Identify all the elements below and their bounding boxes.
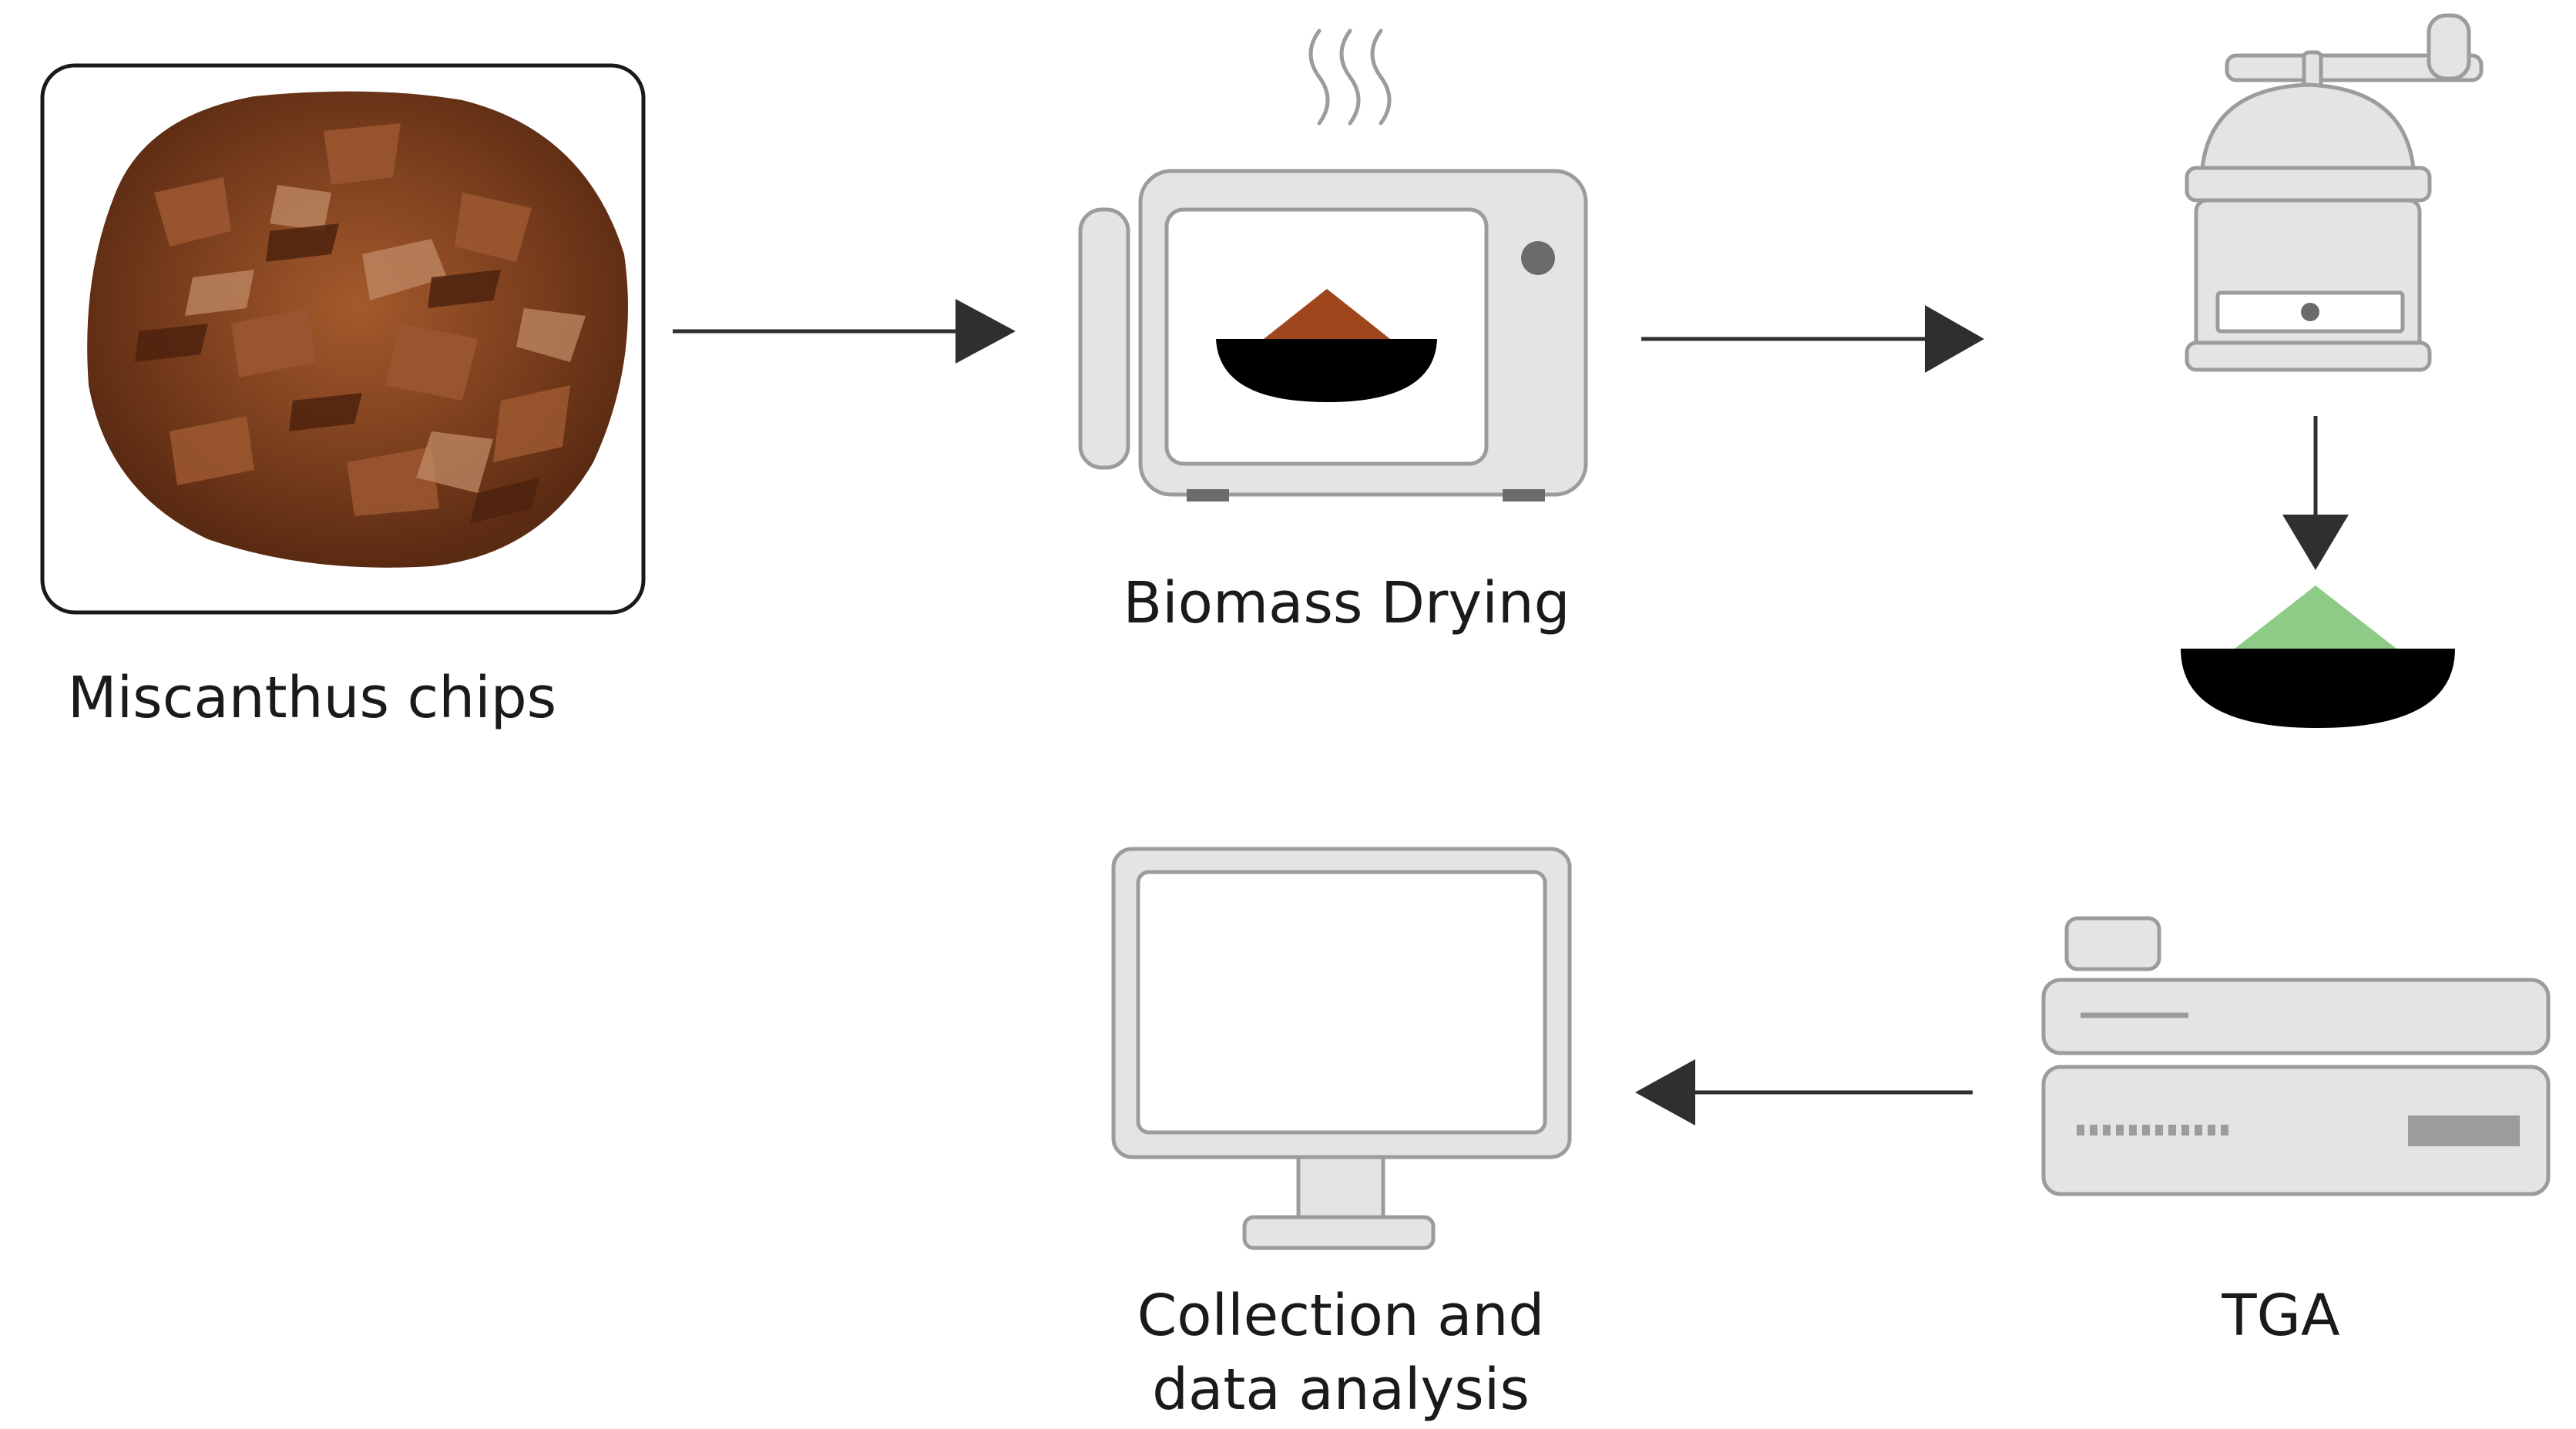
- ground-powder-bowl: [2181, 585, 2455, 728]
- arrow-to-analysis: [1635, 1059, 1973, 1125]
- tga-label: TGA: [2222, 1283, 2340, 1349]
- biomass-drying-label: Biomass Drying: [1123, 570, 1570, 636]
- arrow-to-grinder: [1641, 305, 1984, 373]
- ground-powder-pile: [2235, 585, 2396, 649]
- monitor-icon: [1111, 847, 1572, 1250]
- tga-instrument-icon: [2041, 916, 2551, 1196]
- steam-icon: [1308, 29, 1392, 126]
- tga-vent-dots: [2077, 1125, 2228, 1135]
- miscanthus-chips-image: [40, 63, 646, 615]
- miscanthus-chips-label: Miscanthus chips: [67, 665, 557, 731]
- raw-biomass-pile: [1264, 289, 1390, 339]
- grinder-icon: [2185, 13, 2484, 372]
- arrow-to-drying: [673, 299, 1016, 364]
- collection-analysis-label: Collection and data analysis: [1137, 1283, 1545, 1424]
- arrow-to-powder: [2282, 416, 2349, 570]
- drying-oven-icon: [1078, 29, 1588, 501]
- tga-display: [2408, 1115, 2520, 1146]
- powder-bowl-icon: [2181, 649, 2455, 728]
- drying-bowl-icon: [1216, 339, 1437, 402]
